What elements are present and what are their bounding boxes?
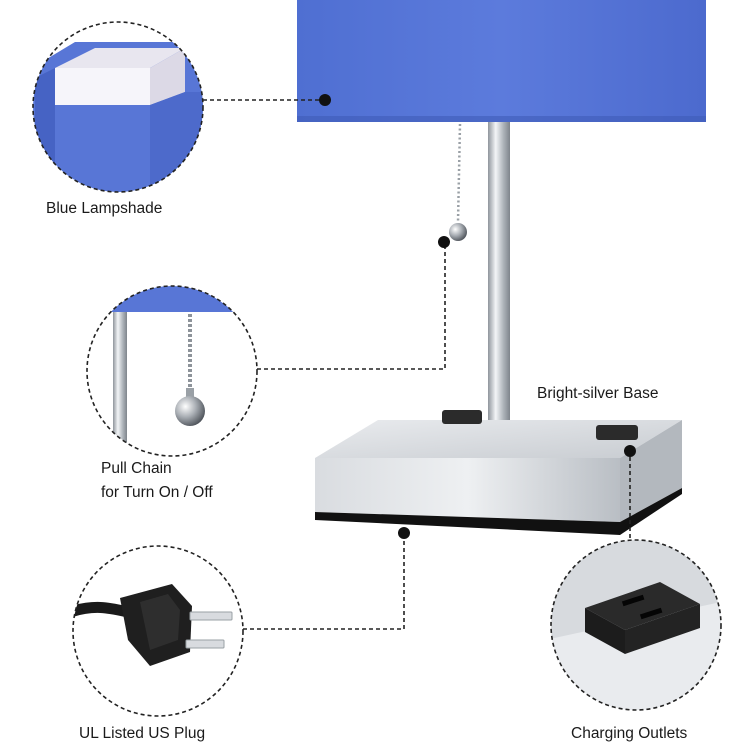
plug-closeup-icon <box>72 545 244 717</box>
callout-label-chain-line1: Pull Chain <box>101 460 172 477</box>
lampshade-closeup-icon <box>32 21 204 193</box>
pull-chain-closeup-icon <box>86 285 258 457</box>
callout-label-shade: Blue Lampshade <box>46 200 163 217</box>
charging-outlet <box>596 425 638 440</box>
callout-label-chain-line2: for Turn On / Off <box>101 484 213 501</box>
charging-outlet <box>442 410 482 424</box>
callout-leaders <box>203 99 631 630</box>
callout-label-outlets: Charging Outlets <box>571 725 688 742</box>
lamp-image <box>297 0 706 535</box>
leader-chain <box>257 242 446 370</box>
lamp-base-top <box>315 420 682 458</box>
lampshade <box>297 0 706 122</box>
lamp-pole <box>488 122 510 452</box>
callout-dots <box>319 94 636 539</box>
outlet-closeup-icon <box>550 539 722 711</box>
leader-plug <box>243 535 405 630</box>
callout-label-base: Bright-silver Base <box>537 385 659 402</box>
pull-chain-ball <box>449 223 467 241</box>
pull-chain <box>456 123 462 223</box>
lamp-base-front <box>315 458 620 522</box>
callout-label-plug: UL Listed US Plug <box>79 725 206 742</box>
